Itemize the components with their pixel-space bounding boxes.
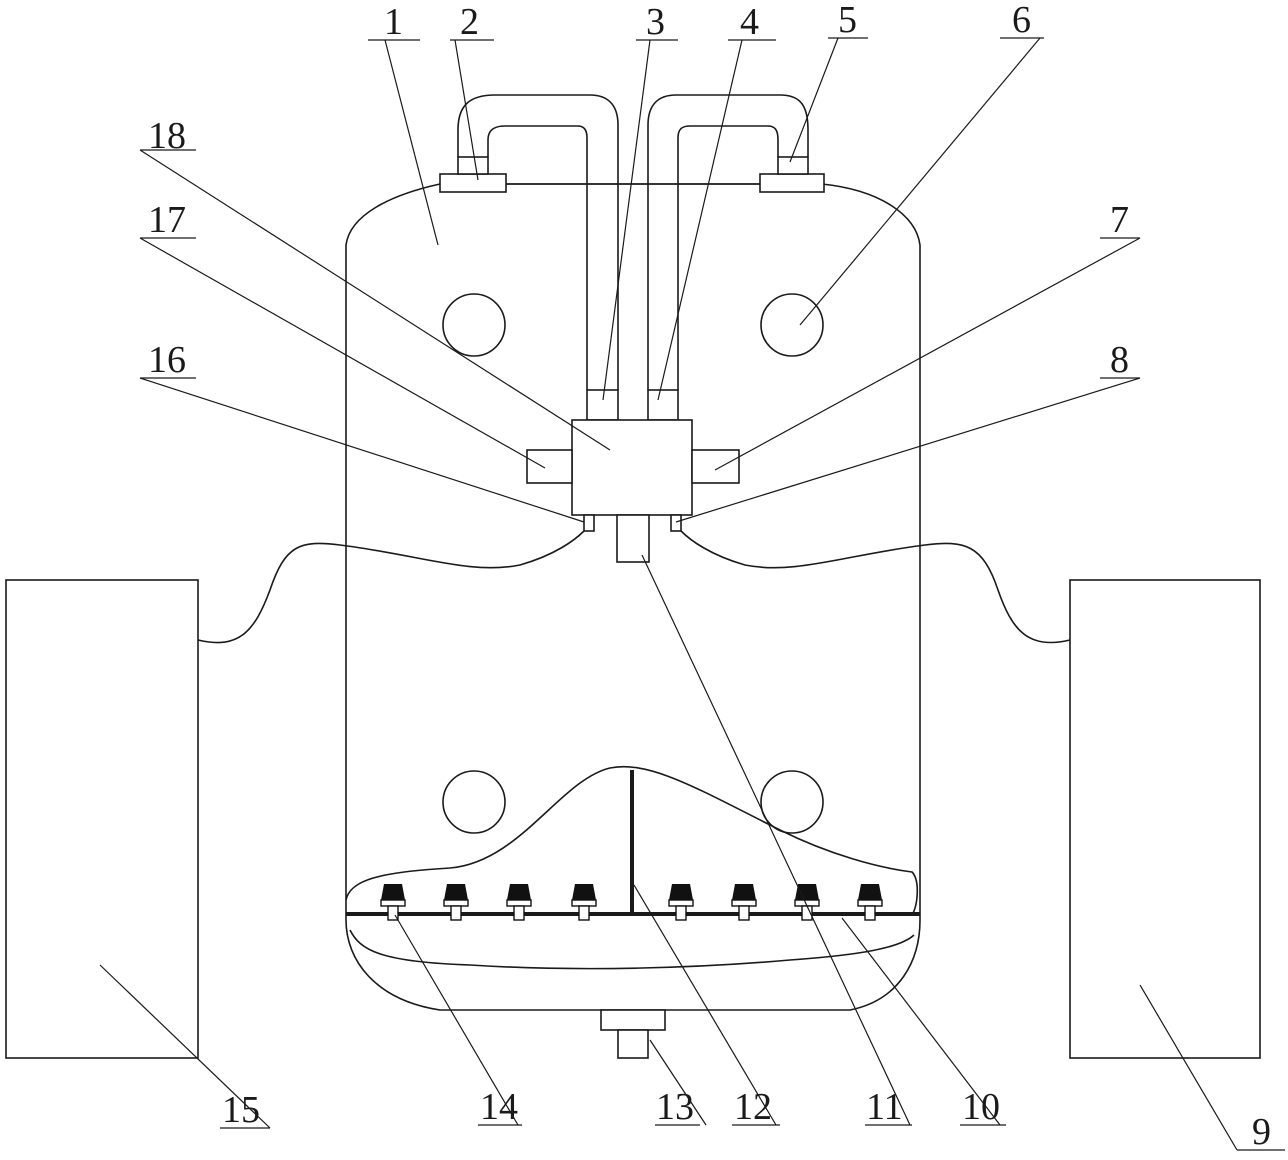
callout-13: 13 xyxy=(656,1086,694,1128)
callout-11: 11 xyxy=(866,1086,903,1128)
callout-10: 10 xyxy=(962,1086,1000,1128)
side-unit-right xyxy=(1069,579,1261,1059)
nozzle xyxy=(443,884,469,921)
callout-6: 6 xyxy=(1012,0,1031,41)
nozzle xyxy=(857,884,883,921)
callout-5: 5 xyxy=(838,0,857,41)
callout-15: 15 xyxy=(222,1089,260,1131)
callout-labels: 1 2 3 4 5 6 7 8 9 10 11 12 13 14 15 16 1… xyxy=(148,0,1271,1153)
nozzle xyxy=(731,884,757,921)
sight-windows xyxy=(442,293,824,834)
callout-12: 12 xyxy=(734,1086,772,1128)
bent-pipe-left xyxy=(457,94,619,390)
leader-lines xyxy=(99,37,1238,1151)
callout-2: 2 xyxy=(460,1,479,43)
top-fitting-right xyxy=(759,156,825,193)
nozzle xyxy=(380,884,406,921)
cables xyxy=(197,530,1071,644)
nozzle-row xyxy=(380,884,883,921)
callout-14: 14 xyxy=(480,1086,518,1128)
callout-7: 7 xyxy=(1110,199,1129,241)
bottom-chamber xyxy=(345,766,920,970)
bent-pipe-right xyxy=(647,94,809,390)
side-unit-left xyxy=(5,579,199,1059)
callout-17: 17 xyxy=(148,199,186,241)
central-distributor xyxy=(526,389,740,563)
callout-16: 16 xyxy=(148,339,186,381)
callout-18: 18 xyxy=(148,115,186,157)
callout-3: 3 xyxy=(646,1,665,43)
callout-4: 4 xyxy=(740,1,759,43)
callout-9: 9 xyxy=(1252,1111,1271,1153)
callout-1: 1 xyxy=(384,1,403,43)
nozzle xyxy=(571,884,597,921)
nozzle xyxy=(668,884,694,921)
label-underlines xyxy=(140,37,1285,1151)
drain-outlet xyxy=(600,1009,666,1059)
top-fitting-left xyxy=(439,156,507,193)
callout-8: 8 xyxy=(1110,339,1129,381)
nozzle xyxy=(506,884,532,921)
nozzle xyxy=(794,884,820,921)
